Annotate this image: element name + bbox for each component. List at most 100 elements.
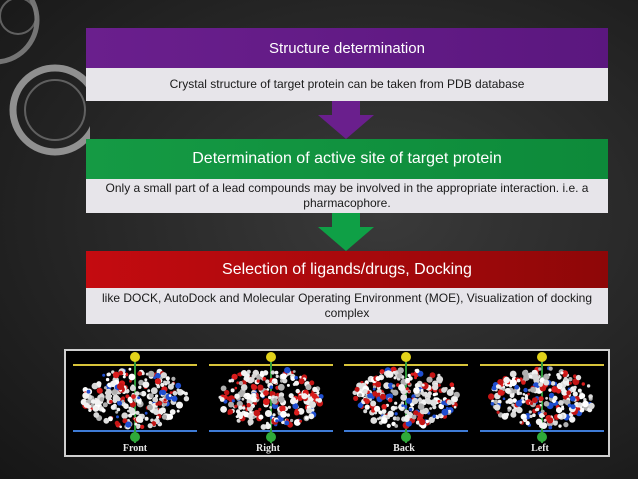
atom	[165, 380, 171, 385]
atom	[386, 423, 391, 428]
atom	[401, 404, 405, 407]
atom	[114, 420, 120, 426]
atom	[181, 390, 185, 395]
atom	[569, 416, 576, 423]
atom	[411, 414, 417, 420]
atom	[372, 391, 378, 397]
atom	[579, 393, 586, 399]
atom	[568, 381, 572, 385]
atom	[226, 396, 231, 401]
atom	[415, 368, 420, 374]
atom	[556, 407, 563, 414]
atom	[449, 382, 455, 387]
atom	[246, 369, 251, 374]
atom	[82, 387, 88, 393]
atom	[138, 385, 142, 389]
atom	[509, 379, 517, 387]
atom	[137, 396, 141, 400]
atom	[148, 400, 152, 405]
atom	[106, 372, 111, 377]
atom	[144, 378, 148, 382]
atom	[275, 419, 279, 423]
atom	[154, 378, 161, 385]
molecule-views	[73, 352, 604, 443]
atom	[251, 396, 257, 403]
atom	[552, 420, 558, 426]
atom	[505, 388, 511, 394]
atom	[519, 391, 523, 395]
atom	[97, 404, 101, 408]
atom	[511, 403, 515, 407]
step-active-site-determination: Determination of active site of target p…	[86, 139, 608, 213]
atom	[115, 410, 119, 414]
atom	[519, 421, 523, 424]
atom	[294, 410, 300, 416]
atom	[277, 383, 285, 391]
atom	[410, 372, 414, 376]
atom	[582, 400, 589, 408]
atom	[568, 377, 573, 382]
atom	[137, 371, 143, 377]
atom	[374, 405, 381, 412]
atom	[246, 403, 251, 408]
atom	[279, 405, 286, 412]
atom	[436, 375, 444, 383]
atom	[263, 390, 269, 396]
atom	[451, 401, 455, 405]
atom	[497, 379, 504, 386]
atom	[566, 390, 571, 395]
atom	[543, 418, 547, 422]
atom	[570, 404, 576, 410]
atom	[309, 401, 316, 409]
atom	[126, 419, 130, 423]
atom	[244, 395, 247, 399]
atom	[105, 377, 110, 382]
atom	[299, 375, 303, 379]
atom	[430, 399, 437, 407]
atom	[311, 393, 318, 399]
atom	[153, 376, 156, 380]
atom	[234, 386, 238, 390]
atom	[502, 397, 506, 400]
atom	[420, 390, 425, 395]
atom	[543, 401, 550, 407]
atom	[426, 376, 433, 383]
atom	[166, 413, 174, 420]
atom	[548, 366, 553, 371]
atom	[257, 384, 264, 391]
atom	[299, 419, 303, 423]
atom	[234, 393, 240, 399]
atom	[562, 373, 567, 378]
atom	[249, 410, 253, 414]
atom	[224, 389, 230, 396]
atom	[236, 381, 240, 385]
atom	[505, 400, 509, 404]
atom	[140, 424, 145, 429]
atom	[364, 398, 370, 404]
view-label-back: Back	[393, 443, 415, 454]
atom	[560, 371, 564, 375]
step-ligand-selection-docking: Selection of ligands/drugs, Docking like…	[86, 251, 608, 324]
atom	[385, 370, 392, 377]
step-description: Crystal structure of target protein can …	[86, 68, 608, 101]
atom	[445, 406, 449, 410]
atom	[105, 393, 112, 400]
atom	[538, 367, 542, 371]
atom	[493, 399, 499, 405]
atom	[112, 371, 120, 379]
atom	[251, 373, 257, 379]
decorative-rings	[0, 0, 90, 156]
atom	[532, 413, 536, 417]
atom	[272, 413, 276, 417]
atom	[107, 416, 113, 422]
atom	[511, 408, 517, 414]
atom	[282, 378, 288, 384]
atom	[238, 405, 243, 410]
atom	[390, 405, 396, 411]
atom	[378, 410, 383, 415]
atom	[527, 392, 530, 396]
atom	[111, 389, 118, 395]
atom	[352, 390, 358, 396]
atom	[509, 393, 515, 398]
atom	[96, 381, 102, 387]
